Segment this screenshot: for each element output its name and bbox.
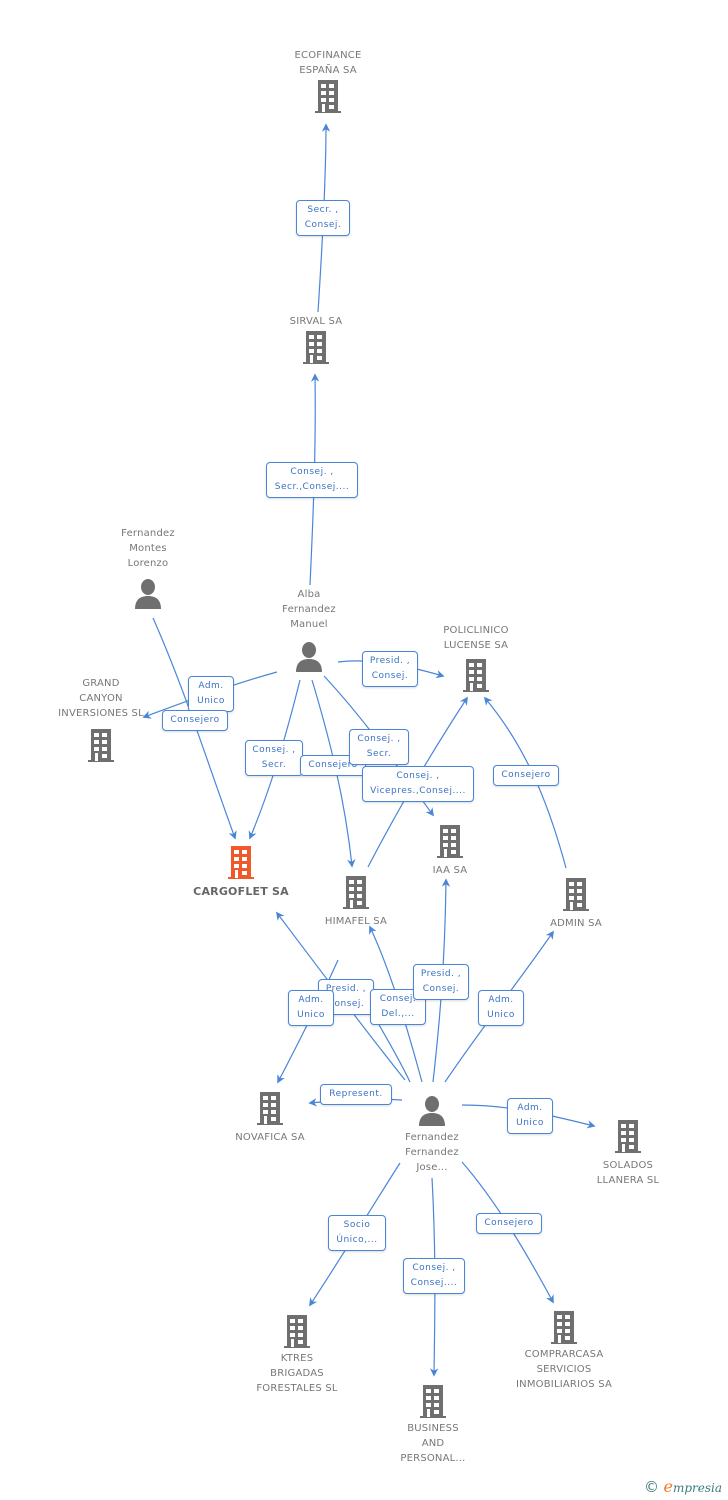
copyright-icon: © [644, 1478, 660, 1496]
person-icon [419, 1096, 445, 1126]
node-iaa[interactable]: IAA SA [400, 823, 500, 878]
building-icon [563, 878, 589, 911]
building-icon [228, 846, 254, 879]
building-icon [303, 331, 329, 364]
building-icon [420, 1385, 446, 1418]
building-icon [551, 1311, 577, 1344]
edge-label[interactable]: Consejero [162, 710, 228, 731]
building-icon [284, 1315, 310, 1348]
node-cargoflet[interactable]: CARGOFLET SA [186, 844, 296, 899]
node-himafel[interactable]: HIMAFEL SA [306, 874, 406, 929]
building-icon [437, 825, 463, 858]
building-icon [88, 729, 114, 762]
node-label: POLICLINICO LUCENSE SA [443, 625, 509, 651]
node-grand-canyon[interactable]: GRAND CANYON INVERSIONES SL [48, 676, 154, 763]
edge-label[interactable]: Adm. Unico [507, 1098, 553, 1134]
edge-label[interactable]: Adm. Unico [188, 676, 234, 712]
node-label: KTRES BRIGADAS FORESTALES SL [256, 1353, 338, 1394]
node-alba-fernandez-manuel[interactable]: Alba Fernandez Manuel [259, 587, 359, 674]
building-icon [315, 80, 341, 113]
edge-label[interactable]: Consej. , Vicepres.,Consej.... [362, 766, 474, 802]
edge-label[interactable]: Consej. , Secr. [245, 740, 303, 776]
node-label: HIMAFEL SA [324, 916, 388, 927]
node-label: SOLADOS LLANERA SL [596, 1160, 660, 1186]
edge-label[interactable]: Consej. , Consej.... [403, 1258, 465, 1294]
edge-label[interactable]: Secr. , Consej. [296, 200, 350, 236]
node-label: BUSINESS AND PERSONAL... [400, 1423, 466, 1464]
node-label: SIRVAL SA [289, 316, 343, 327]
edge-label[interactable]: Represent. [320, 1084, 392, 1105]
node-label: Fernandez Montes Lorenzo [121, 528, 175, 569]
building-icon [463, 659, 489, 692]
building-icon [615, 1120, 641, 1153]
building-icon [257, 1092, 283, 1125]
node-label: Alba Fernandez Manuel [282, 589, 336, 630]
node-novafica[interactable]: NOVAFICA SA [220, 1090, 320, 1145]
edge-label[interactable]: Consej. , Secr. [349, 729, 409, 765]
node-solados-llanera[interactable]: SOLADOS LLANERA SL [578, 1118, 678, 1188]
node-fernandez-montes-lorenzo[interactable]: Fernandez Montes Lorenzo [98, 526, 198, 611]
node-label: NOVAFICA SA [235, 1132, 305, 1143]
node-admin[interactable]: ADMIN SA [526, 876, 626, 931]
edge-label[interactable]: Socio Único,... [328, 1215, 386, 1251]
node-label: COMPRARCASA SERVICIOS INMOBILIARIOS SA [516, 1349, 612, 1390]
node-label: ECOFINANCE ESPAÑA SA [294, 50, 362, 76]
node-label: GRAND CANYON INVERSIONES SL [58, 678, 144, 719]
edge-label[interactable]: Adm. Unico [478, 990, 524, 1026]
empresia-logo: © empresia [644, 1477, 722, 1496]
node-business-and-personal[interactable]: BUSINESS AND PERSONAL... [383, 1383, 483, 1466]
edge-label[interactable]: Consejero [476, 1213, 542, 1234]
edge-label[interactable]: Consejero [493, 765, 559, 786]
node-label: IAA SA [432, 865, 468, 876]
edge-label[interactable]: Presid. , Consej. [413, 964, 469, 1000]
node-label: Fernandez Fernandez Jose... [405, 1132, 459, 1173]
node-label: ADMIN SA [550, 918, 602, 929]
brand-e: e [663, 1477, 673, 1496]
node-sirval[interactable]: SIRVAL SA [266, 314, 366, 365]
node-comprarcasa[interactable]: COMPRARCASA SERVICIOS INMOBILIARIOS SA [506, 1309, 622, 1392]
node-label: CARGOFLET SA [193, 885, 289, 898]
person-icon [296, 642, 322, 672]
edge-label[interactable]: Presid. , Consej. [362, 651, 418, 687]
node-ktres[interactable]: KTRES BRIGADAS FORESTALES SL [244, 1313, 350, 1396]
node-ecofinance[interactable]: ECOFINANCE ESPAÑA SA [278, 48, 378, 114]
brand-rest: mpresia [672, 1481, 722, 1495]
edge-label[interactable]: Consej. , Secr.,Consej.... [266, 462, 358, 498]
node-policlinico-lucense[interactable]: POLICLINICO LUCENSE SA [426, 623, 526, 693]
edge-label[interactable]: Adm. Unico [288, 990, 334, 1026]
building-icon [343, 876, 369, 909]
person-icon [135, 579, 161, 609]
node-fernandez-fernandez-jose[interactable]: Fernandez Fernandez Jose... [382, 1094, 482, 1175]
